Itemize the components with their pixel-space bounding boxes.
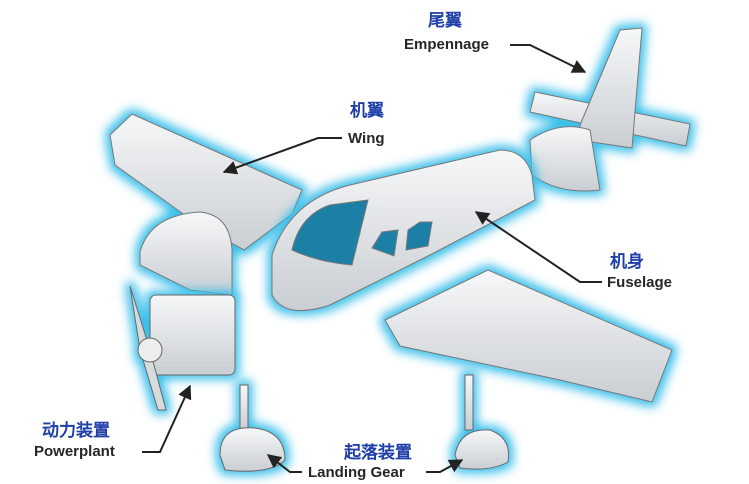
powerplant-label-en: Powerplant [34,443,115,460]
wing-label-en: Wing [348,130,385,147]
empennage-part [529,27,691,192]
landing-gear-label-zh: 起落装置 [344,443,412,463]
wing-arrow [222,137,342,175]
landing-gear-part [219,374,510,472]
empennage-label-zh: 尾翼 [428,11,462,31]
landing-gear-right-arrow [426,459,464,473]
landing-gear-left-arrow [266,454,302,473]
fuselage-label-zh: 机身 [610,252,644,272]
wing-label-zh: 机翼 [350,101,384,121]
empennage-label-en: Empennage [404,36,490,53]
fuselage-arrow [474,211,602,283]
wing-right-part [384,269,673,403]
fuselage-label-en: Fuselage [607,274,673,291]
fuselage-part [271,149,536,312]
empennage-arrow [510,44,587,73]
landing-gear-label-en: Landing Gear [308,464,405,481]
powerplant-part [129,285,236,411]
powerplant-label-zh: 动力装置 [42,421,110,441]
wing-left-part [109,113,303,296]
leader-lines [142,44,602,473]
powerplant-arrow [142,384,192,453]
